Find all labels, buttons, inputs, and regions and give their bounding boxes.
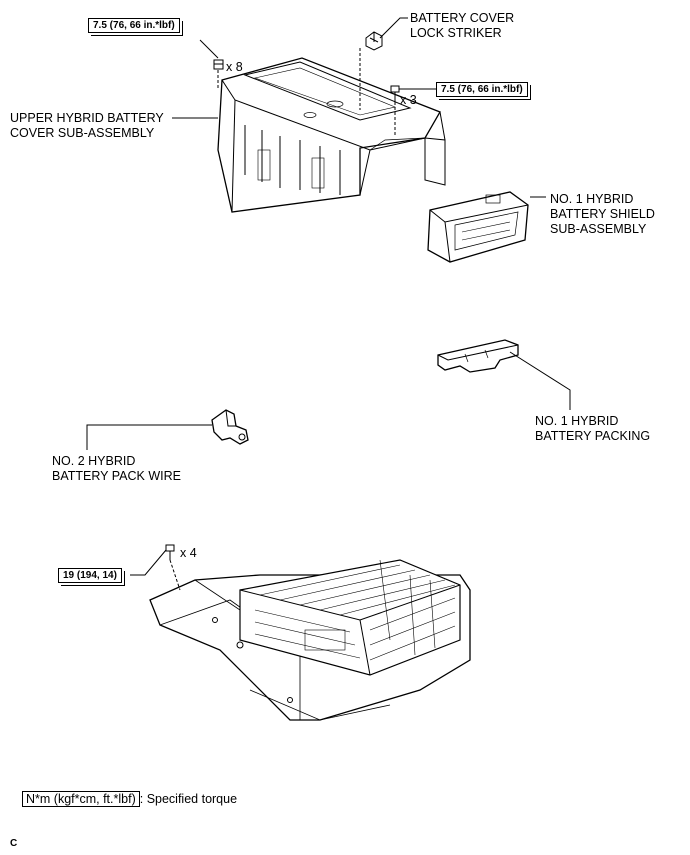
pack-bolt-icon — [165, 544, 181, 591]
torque-pack-bolts: 19 (194, 14) — [58, 568, 125, 586]
label-shield: NO. 1 HYBRID BATTERY SHIELD SUB-ASSEMBLY — [550, 192, 655, 236]
upper-cover-drawing — [217, 57, 446, 213]
label-pack-wire: NO. 2 HYBRID BATTERY PACK WIRE — [52, 454, 181, 483]
legend-text: : Specified torque — [139, 792, 238, 806]
torque-cover-bolts: 7.5 (76, 66 in.*lbf) — [436, 82, 531, 100]
battery-pack-drawing — [149, 559, 471, 721]
figure-code: C — [10, 838, 18, 849]
cover-nut-icon — [213, 59, 224, 90]
lock-striker-icon — [359, 31, 383, 110]
pack-wire-drawing — [211, 409, 249, 445]
qty-cover-nuts: x 8 — [226, 60, 243, 74]
torque-cover-nuts: 7.5 (76, 66 in.*lbf) — [88, 18, 183, 36]
qty-cover-bolts: x 3 — [400, 93, 417, 107]
battery-packing-drawing — [437, 339, 519, 373]
torque-legend: N*m (kgf*cm, ft.*lbf): Specified torque — [22, 791, 238, 807]
legend-unit-box: N*m (kgf*cm, ft.*lbf) — [22, 791, 140, 807]
label-packing: NO. 1 HYBRID BATTERY PACKING — [535, 414, 651, 443]
battery-shield-drawing — [427, 191, 529, 263]
qty-pack-bolts: x 4 — [180, 546, 197, 560]
label-upper-cover: UPPER HYBRID BATTERY COVER SUB-ASSEMBLY — [10, 111, 164, 140]
label-lock-striker: BATTERY COVER LOCK STRIKER — [410, 11, 515, 40]
